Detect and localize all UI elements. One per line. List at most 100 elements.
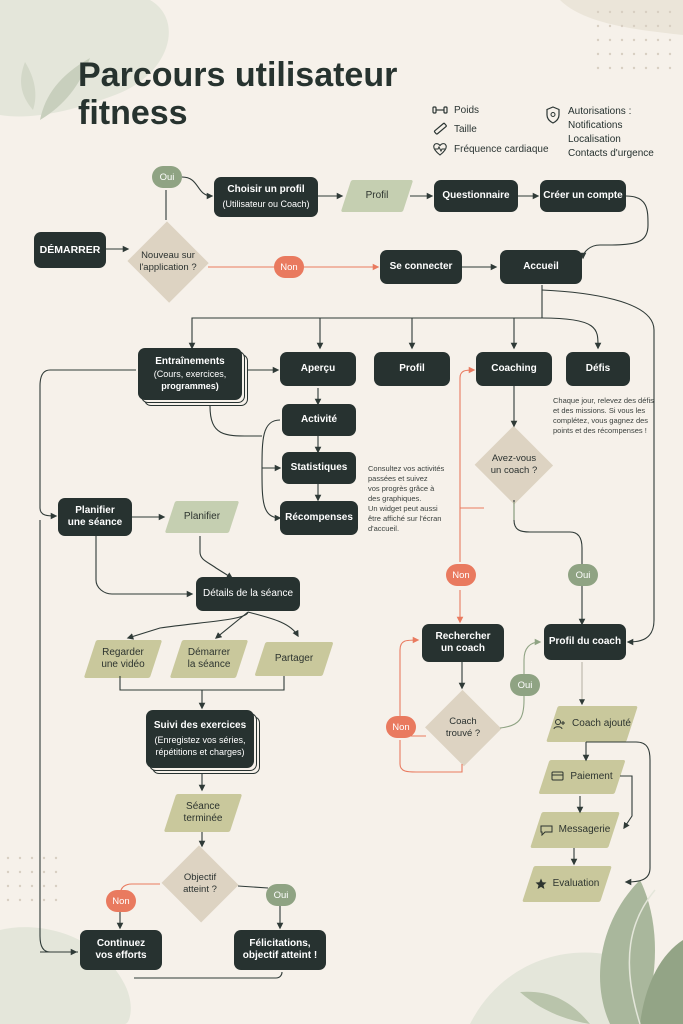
coach-profile-label: Profil du coach [548,636,622,647]
shield-icon [546,106,560,124]
questionnaire-label: Questionnaire [442,190,510,201]
share-label: Partager [274,653,314,664]
questionnaire-node[interactable]: Questionnaire [434,180,518,212]
add-coach-node[interactable]: Coach ajouté [552,706,632,742]
congrats-label: Félicitations, objectif atteint ! [242,938,318,961]
create-account-label: Créer un compte [543,190,623,201]
decision-have-coach-label: Avez-vous un coach ? [490,453,538,476]
add-coach-label: Coach ajouté [572,718,631,730]
track-exercises-node[interactable]: Suivi des exercices (Enregistez vos séri… [146,710,254,768]
session-details-node[interactable]: Détails de la séance [196,577,300,611]
keep-going-label: Continuez vos efforts [95,938,147,961]
profile-label: Profil [399,363,425,374]
legend-permissions: Autorisations : Notifications Localisati… [568,106,654,159]
choose-profile-sub: (Utilisateur ou Coach) [222,199,310,209]
trainings-sub2: programmes) [161,381,219,391]
overview-label: Aperçu [300,363,336,374]
activity-node[interactable]: Activité [282,404,356,436]
profile-io-label: Profil [365,190,389,201]
decision-goal-reached-label: Objectif atteint ? [183,872,217,895]
rewards-label: Récompenses [285,512,353,523]
home-label: Accueil [523,261,559,272]
start-node[interactable]: DÉMARRER [34,232,106,268]
trainings-sub: (Cours, exercices, [153,369,227,379]
page-title: Parcours utilisateur fitness [78,56,398,132]
evaluation-label: Evaluation [552,878,600,890]
search-coach-label: Rechercher un coach [435,631,491,654]
challenges-note: Chaque jour, relevez des défis et des mi… [553,396,654,435]
coach-profile-node[interactable]: Profil du coach [544,624,626,660]
payment-label: Paiement [570,771,613,782]
yes-label-goal: Oui [266,884,296,906]
decision-new-app: Nouveau sur l'application ? [126,222,210,302]
share-node[interactable]: Partager [260,642,328,676]
profile-io-node[interactable]: Profil [346,180,408,212]
legend-weight: Poids [432,102,479,118]
track-exercises-label: Suivi des exercices [153,720,247,731]
statistics-node[interactable]: Statistiques [282,452,356,484]
start-session-node[interactable]: Démarrer la séance [176,640,242,678]
create-account-node[interactable]: Créer un compte [540,180,626,212]
session-done-label: Séance terminée [183,801,223,824]
challenges-node[interactable]: Défis [566,352,630,386]
start-session-label: Démarrer la séance [187,647,231,670]
legend-heart-rate-label: Fréquence cardiaque [454,143,549,155]
decision-new-app-label: Nouveau sur l'application ? [139,250,197,273]
yes-label-have-coach: Oui [568,564,598,586]
add-user-icon [553,718,566,729]
choose-profile-node[interactable]: Choisir un profil (Utilisateur ou Coach) [214,177,318,217]
session-details-label: Détails de la séance [202,588,294,599]
keep-going-node[interactable]: Continuez vos efforts [80,930,162,970]
session-done-node[interactable]: Séance terminée [170,794,236,832]
plan-io-label: Planifier [183,511,221,522]
dumbbell-icon [432,106,448,114]
messaging-label: Messagerie [558,824,611,836]
card-icon [551,771,564,781]
start-label: DÉMARRER [39,244,101,256]
decision-coach-found-label: Coach trouvé ? [445,716,481,739]
search-coach-node[interactable]: Rechercher un coach [422,624,504,662]
legend-weight-label: Poids [454,104,480,116]
legend-height-label: Taille [454,123,477,135]
coaching-node[interactable]: Coaching [476,352,552,386]
activity-label: Activité [300,414,338,425]
rewards-node[interactable]: Récompenses [280,501,358,535]
trainings-node[interactable]: Entraînements (Cours, exercices, program… [138,348,242,400]
no-label-coach-found: Non [386,716,416,738]
ruler-icon [433,122,447,135]
no-label-have-coach: Non [446,564,476,586]
yes-label-new-app: Oui [152,166,182,188]
yes-label-coach-found: Oui [510,674,540,696]
watch-video-label: Regarder une vidéo [101,647,145,670]
plan-io-node[interactable]: Planifier [170,501,234,533]
statistics-label: Statistiques [290,462,348,473]
legend-heart-rate: Fréquence cardiaque [432,141,549,157]
payment-node[interactable]: Paiement [544,760,620,794]
no-label-goal: Non [106,890,136,912]
plan-session-node[interactable]: Planifier une séance [58,498,132,536]
heart-rate-icon [433,143,447,156]
coaching-label: Coaching [491,363,537,374]
home-node[interactable]: Accueil [500,250,582,284]
decision-goal-reached: Objectif atteint ? [160,846,240,922]
chat-icon [540,825,553,836]
decision-have-coach: Avez-vous un coach ? [474,426,554,504]
watch-video-node[interactable]: Regarder une vidéo [90,640,156,678]
plan-session-label: Planifier une séance [67,505,123,528]
legend-height: Taille [432,121,477,137]
overview-node[interactable]: Aperçu [280,352,356,386]
messaging-node[interactable]: Messagerie [536,812,614,848]
star-icon [535,878,547,889]
profile-node[interactable]: Profil [374,352,450,386]
login-node[interactable]: Se connecter [380,250,462,284]
evaluation-node[interactable]: Evaluation [528,866,606,902]
no-label-new-app: Non [274,256,304,278]
decision-coach-found: Coach trouvé ? [424,690,502,766]
track-exercises-sub: (Enregistez vos séries, répétitions et c… [154,735,246,757]
congrats-node[interactable]: Félicitations, objectif atteint ! [234,930,326,970]
challenges-label: Défis [585,363,611,374]
trainings-label: Entraînements [155,356,225,367]
login-label: Se connecter [389,261,453,272]
choose-profile-label: Choisir un profil [227,184,305,195]
